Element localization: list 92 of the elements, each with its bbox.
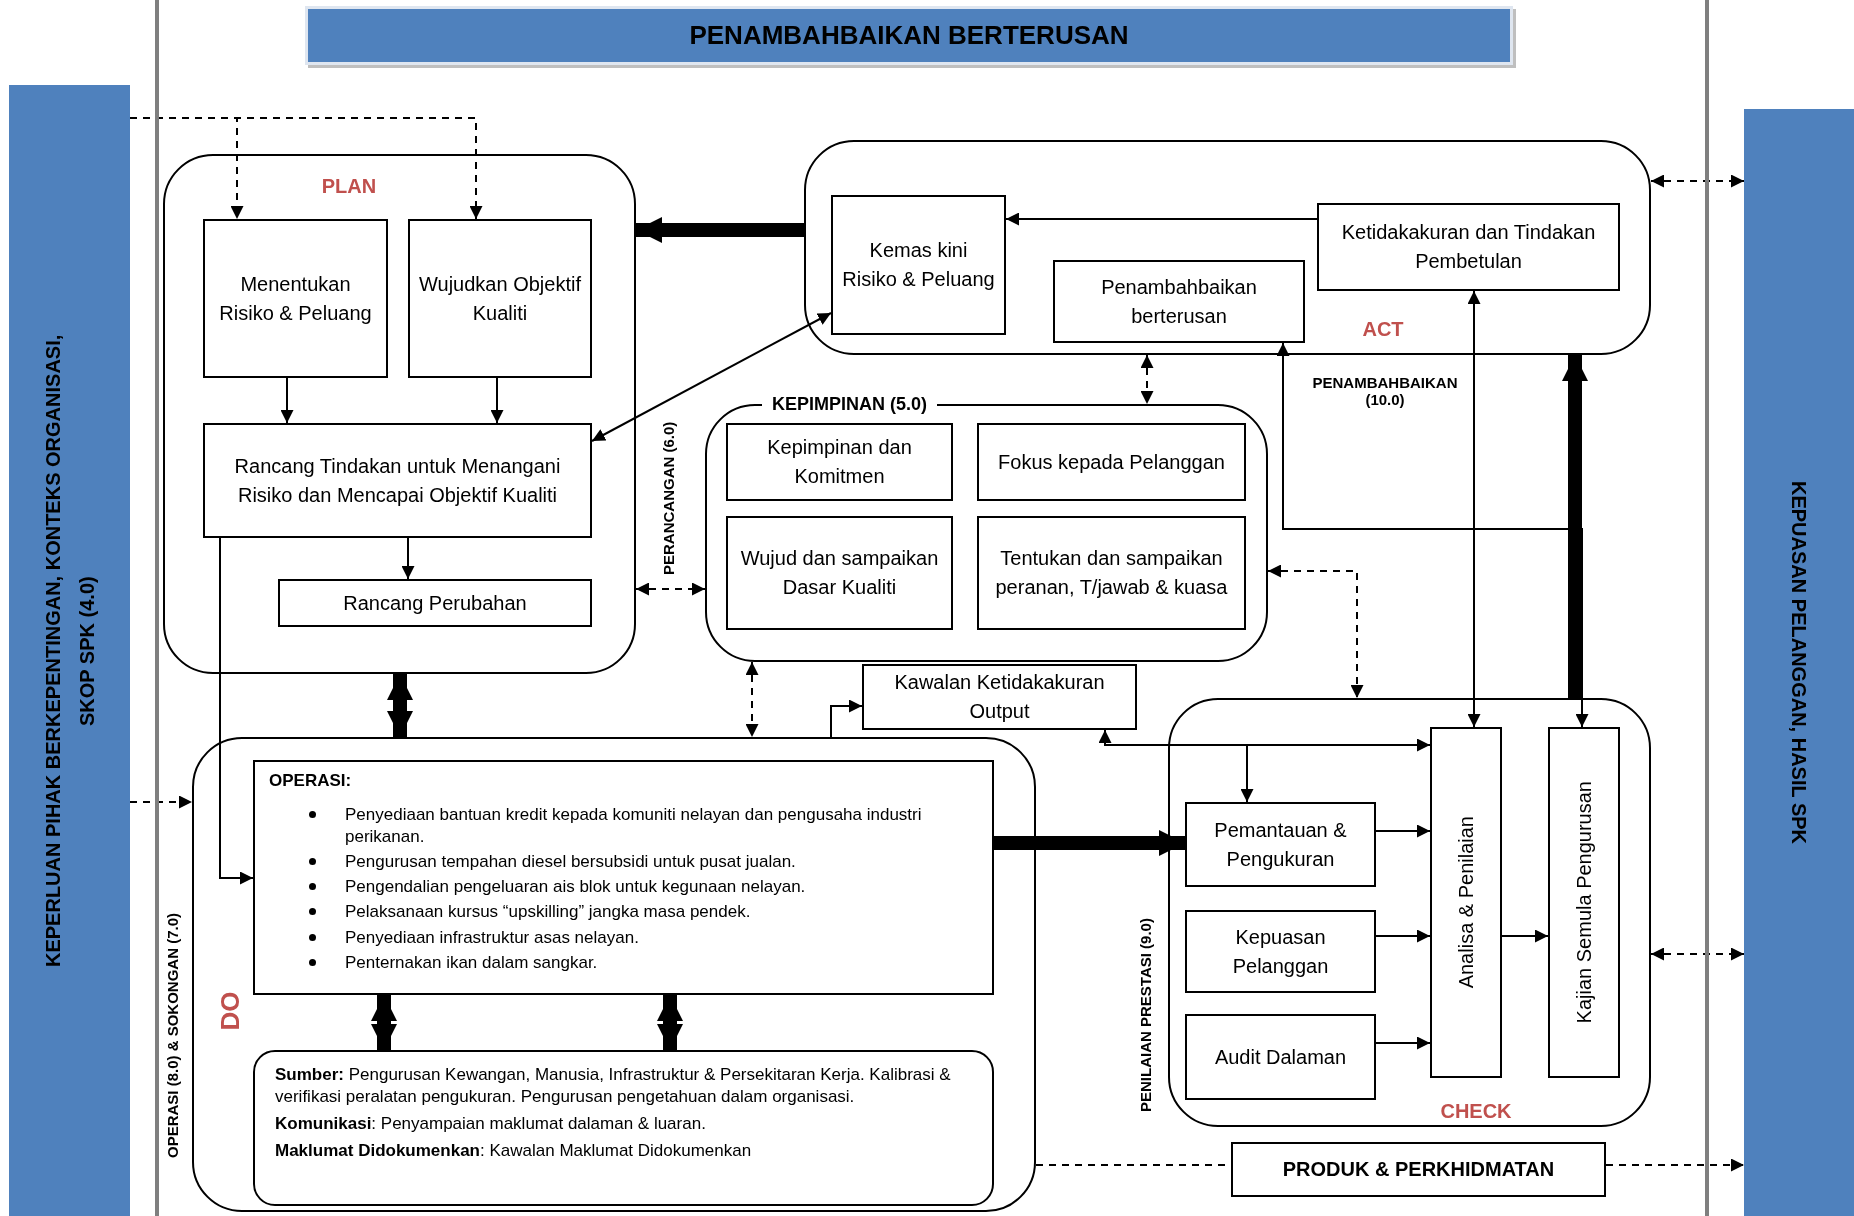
arrow — [129, 795, 193, 809]
arrow — [1267, 564, 1364, 699]
box-label: Rancang Tindakan untuk Menangani Risiko dan Mencapai Objektif Kualiti — [233, 453, 562, 508]
box-label: Wujud dan sampaikan Dasar Kualiti — [739, 546, 940, 600]
box-label: Kemas kini Risiko & Peluang — [841, 238, 996, 292]
process-box — [862, 664, 1137, 730]
arrow — [490, 377, 504, 424]
box-label: Analisa & Penilaian — [1453, 816, 1478, 989]
process-box — [1185, 1014, 1376, 1100]
box-label: Audit Dalaman — [1214, 1044, 1347, 1070]
box-label: Pemantauan & Pengukuran — [1213, 817, 1348, 872]
arrow — [1650, 947, 1745, 961]
process-box — [977, 423, 1246, 501]
process-box — [1430, 727, 1502, 1078]
bullet-item: Penternakan ikan dalam sangkar. — [269, 951, 978, 974]
text-paragraph: Komunikasi: Penyampaian maklumat dalaman & luaran. — [275, 1113, 707, 1136]
box-label: Kepuasan Pelanggan — [1231, 924, 1330, 979]
group-title: PLAN — [321, 174, 377, 198]
group-title: CHECK — [1440, 1099, 1512, 1123]
arrow — [1375, 929, 1431, 943]
block-arrow — [657, 995, 683, 1050]
process-box — [1231, 1142, 1606, 1197]
list-heading: OPERASI: — [269, 770, 353, 792]
arrow — [1650, 174, 1745, 188]
box-label: Penambahbaikan berterusan — [1100, 274, 1258, 329]
bullet-item: Penyediaan bantuan kredit kepada komuniti nelayan dan pengusaha industri perikanan. — [269, 804, 978, 849]
arrow — [830, 699, 863, 738]
bullet-item: Penyediaan infrastruktur asas nelayan. — [269, 926, 978, 949]
box-label: PRODUK & PERKHIDMATAN — [1282, 1157, 1555, 1182]
process-box — [253, 760, 994, 995]
text-paragraph: Sumber: Pengurusan Kewangan, Manusia, Infrastruktur & Persekitaran Kerja. Kalibrasi & verifikasi peralatan pengukuran. Pengurusan pengetahuan dalam organisasi. — [275, 1064, 952, 1109]
box-label: Menentukan Risiko & Peluang — [218, 271, 373, 326]
process-box — [203, 423, 592, 538]
arrow — [1140, 354, 1154, 405]
bullet-item: Pelaksanaan kursus “upskilling” jangka masa pendek. — [269, 901, 978, 924]
block-arrow — [387, 674, 413, 737]
bullet-item: Pengurusan tempahan diesel bersubsidi untuk pusat jualan. — [269, 851, 978, 874]
arrow — [745, 661, 759, 738]
process-box — [726, 516, 953, 630]
process-box — [1053, 260, 1305, 343]
group-panel — [1168, 698, 1651, 1127]
text-paragraph: Maklumat Didokumenkan: Kawalan Maklumat Didokumenkan — [275, 1140, 753, 1163]
process-box — [1185, 910, 1376, 993]
banner-text: KEPERLUAN PIHAK BERKEPENTINGAN, KONTEKS ORGANISASI, SKOP SPK (4.0) — [40, 333, 99, 969]
box-label: Ketidakakuran dan Tindakan Pembetulan — [1340, 220, 1597, 274]
arrow — [591, 312, 832, 442]
arrow — [1375, 824, 1431, 838]
arrow — [635, 582, 706, 596]
arrow — [1005, 212, 1318, 226]
box-label: Tentukan dan sampaikan peranan, T/jawab & kuasa — [994, 546, 1229, 600]
box-label: Wujudkan Objektif Kualiti — [418, 271, 582, 326]
arrow — [1467, 290, 1481, 728]
group-title: DO — [214, 991, 246, 1031]
bullet-item: Pengendalian pengeluaran ais blok untuk kegunaan nelayan. — [269, 876, 978, 899]
process-box — [408, 219, 592, 378]
group-panel — [192, 737, 1036, 1212]
process-box — [253, 1050, 994, 1206]
arrow — [401, 537, 415, 580]
arrow — [1501, 929, 1549, 943]
box-label: Kawalan Ketidakakuran Output — [893, 670, 1106, 724]
arrow — [1375, 1036, 1431, 1050]
process-box — [1548, 727, 1620, 1078]
side-banner — [9, 85, 130, 1216]
block-arrow — [1562, 355, 1588, 698]
section-label: PENILAIAN PRESTASI (9.0) — [1135, 917, 1155, 1114]
title-banner: PENAMBAHBAIKAN BERTERUSAN — [305, 6, 1513, 65]
banner-text: KEPUASAN PELANGGAN, HASIL SPK — [1787, 481, 1811, 844]
process-box — [977, 516, 1246, 630]
box-label: Fokus kepada Pelanggan — [998, 449, 1225, 475]
box-label: Kajian Semula Pengurusan — [1571, 781, 1596, 1024]
section-label: OPERASI (8.0) & SOKONGAN (7.0) — [162, 911, 182, 1160]
block-arrow — [994, 830, 1185, 856]
process-box — [1317, 203, 1620, 291]
arrow — [280, 377, 294, 424]
process-box — [278, 579, 592, 627]
group-title: ACT — [1362, 317, 1404, 341]
arrow — [1276, 342, 1589, 728]
block-arrow — [371, 995, 397, 1050]
group-panel — [804, 140, 1651, 355]
block-arrow — [636, 217, 804, 243]
side-banner — [1744, 109, 1854, 1216]
box-label: Kepimpinan dan Komitmen — [766, 435, 913, 489]
box-label: Rancang Perubahan — [343, 590, 527, 616]
arrow — [1605, 1158, 1745, 1172]
process-box — [1185, 802, 1376, 887]
process-box — [726, 423, 953, 501]
process-box — [831, 195, 1006, 335]
section-label: PENAMBAHBAIKAN (10.0) — [1311, 373, 1459, 410]
arrow — [219, 537, 254, 885]
group-panel — [163, 154, 636, 674]
section-label: PERANCANGAN (6.0) — [658, 420, 678, 577]
process-box — [203, 219, 388, 378]
